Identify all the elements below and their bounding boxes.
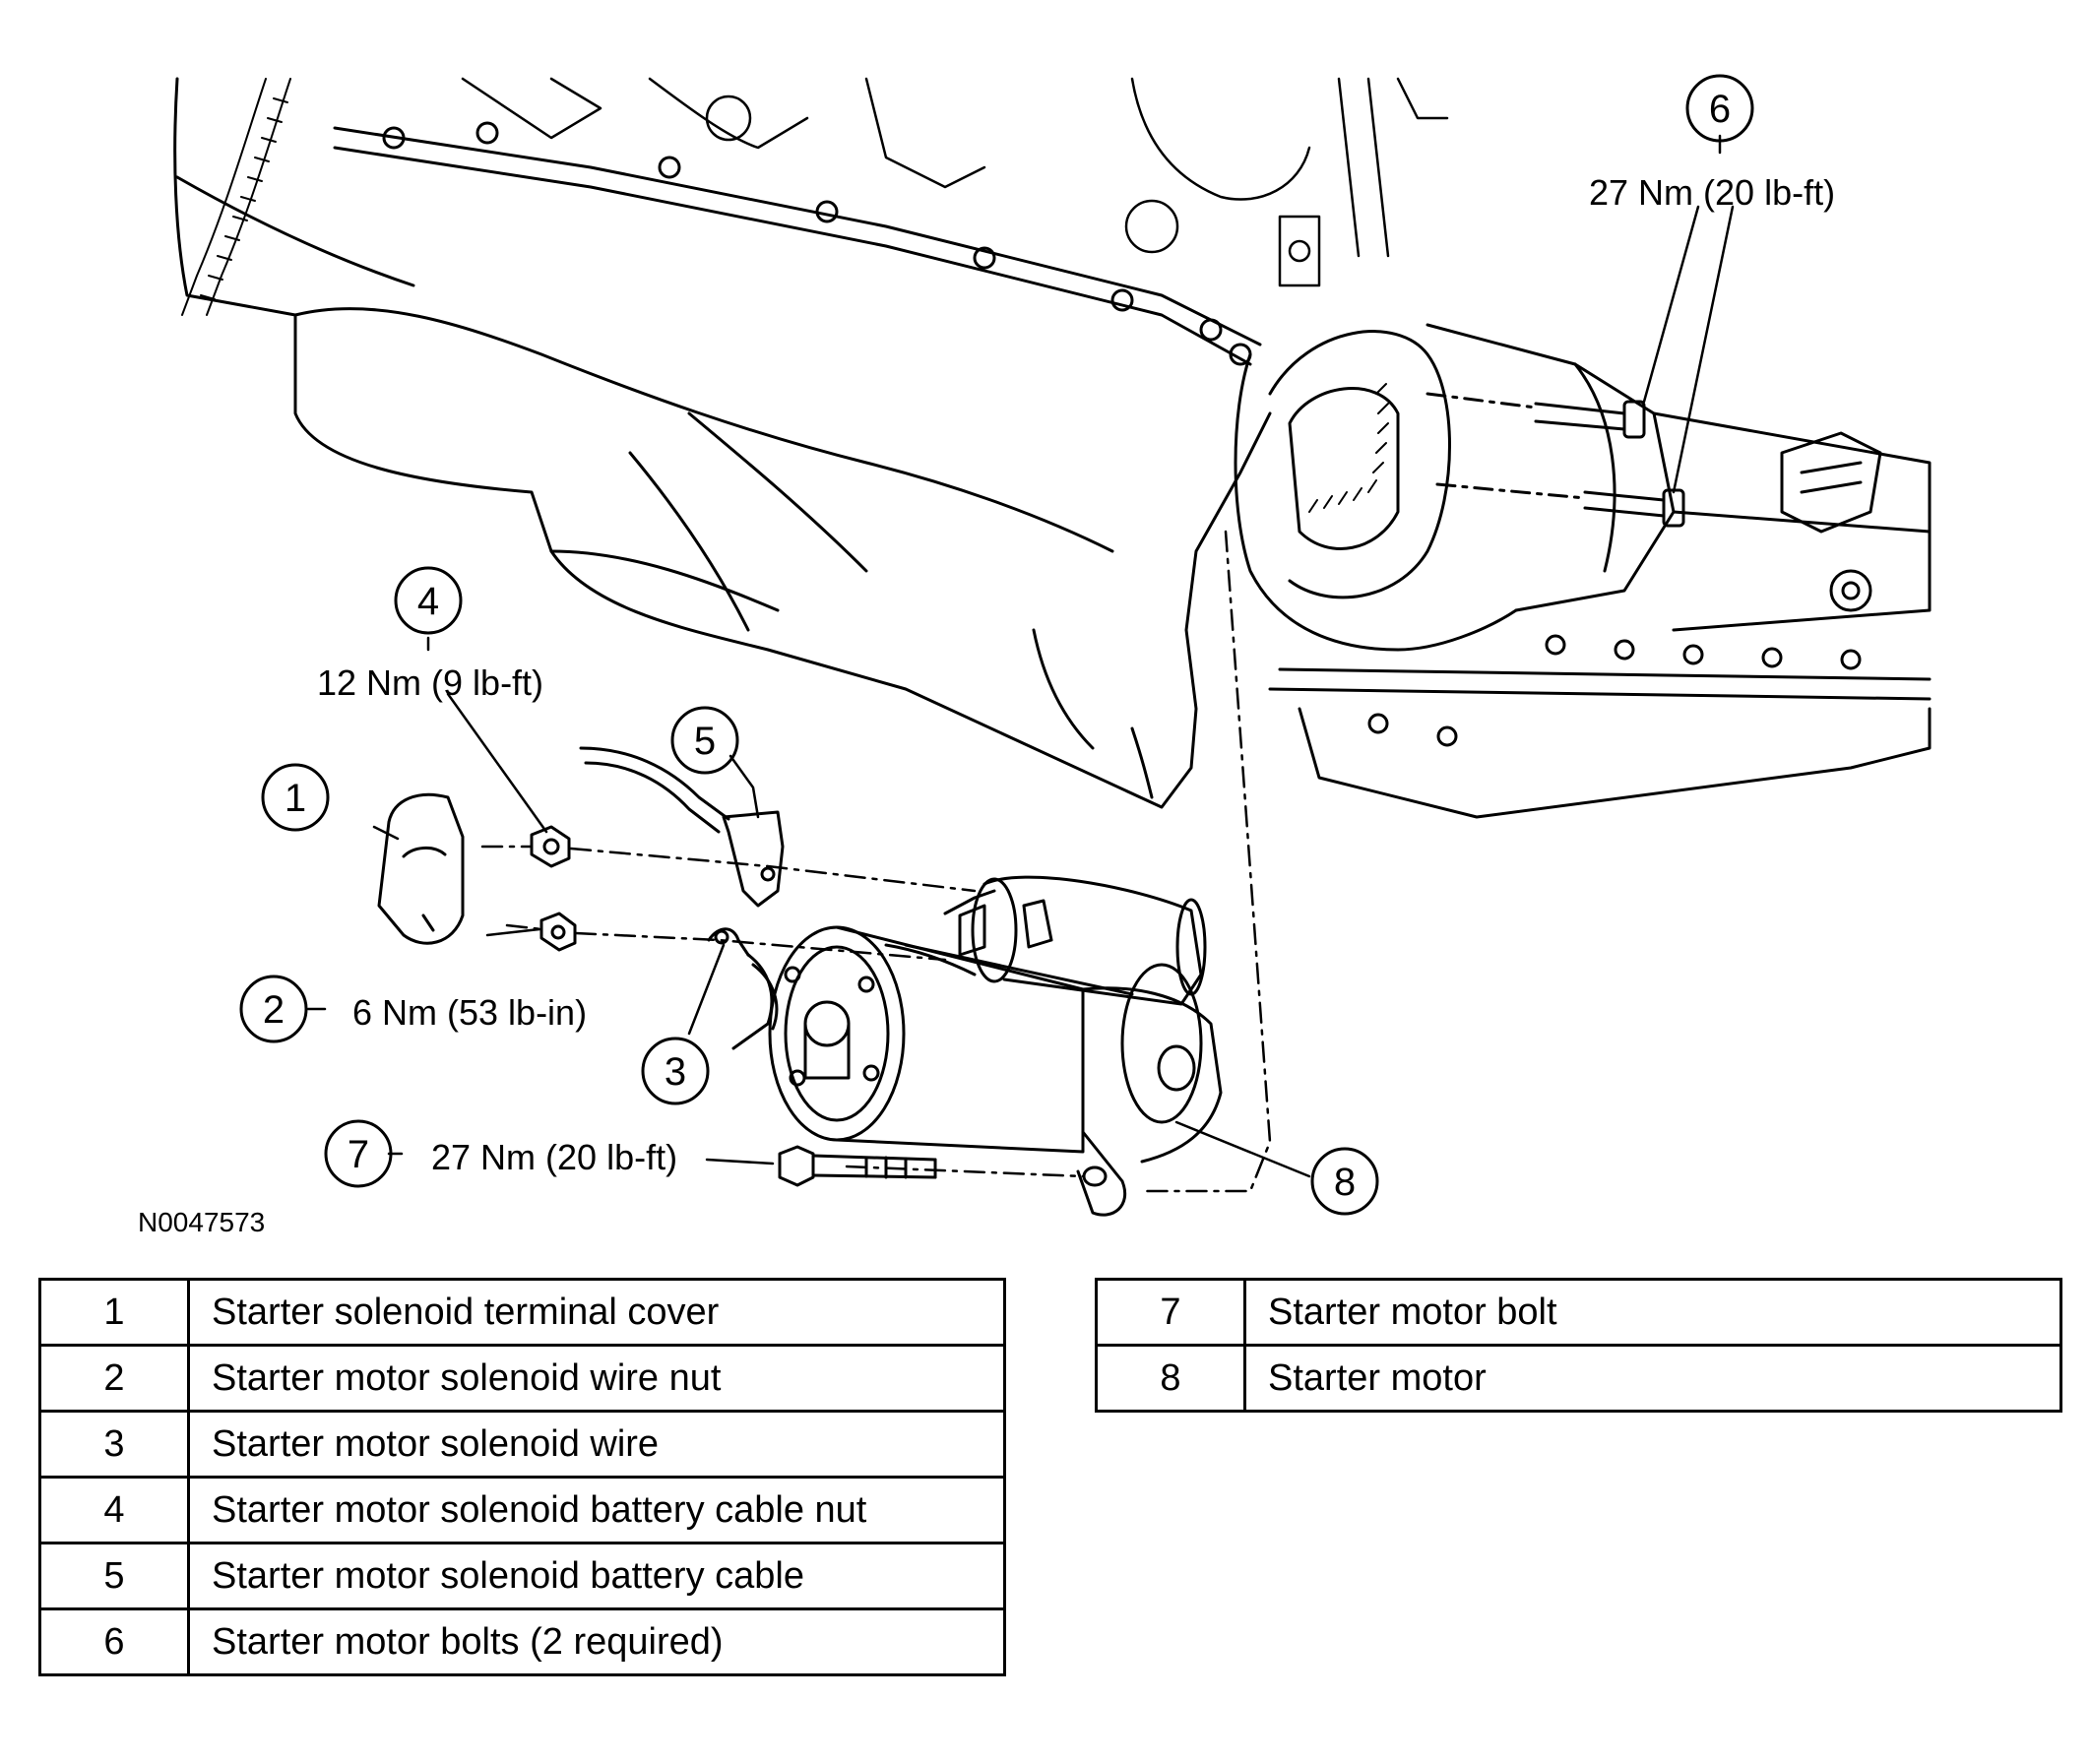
legend-number: 1 xyxy=(38,1278,190,1347)
alignment-lines xyxy=(480,530,1272,1193)
legend-number: 2 xyxy=(38,1344,190,1413)
leader-lines xyxy=(306,134,1735,1178)
legend-description: Starter motor xyxy=(1243,1344,2062,1413)
legend-description: Starter motor solenoid wire nut xyxy=(187,1344,1006,1413)
legend-description: Starter motor solenoid battery cable nut xyxy=(187,1476,1006,1544)
legend-row: 6 Starter motor bolts (2 required) xyxy=(38,1607,1006,1676)
legend-description: Starter solenoid terminal cover xyxy=(187,1278,1006,1347)
transmission-connector xyxy=(1780,431,1882,612)
callout-7-torque: 27 Nm (20 lb-ft) xyxy=(431,1137,677,1177)
callout-5-number: 5 xyxy=(694,720,716,763)
flywheel-ring-gear xyxy=(181,78,291,316)
legend-description: Starter motor bolt xyxy=(1243,1278,2062,1347)
battery-cable-part xyxy=(579,746,785,908)
upper-starter-bolts xyxy=(1426,392,1685,528)
legend-table-left: 1 Starter solenoid terminal cover 2 Star… xyxy=(38,1278,1006,1676)
legend-row: 5 Starter motor solenoid battery cable xyxy=(38,1542,1006,1610)
legend-row: 3 Starter motor solenoid wire xyxy=(38,1410,1006,1479)
transmission-bell-housing xyxy=(1234,323,1676,652)
legend-number: 3 xyxy=(38,1410,190,1479)
legend-number: 7 xyxy=(1095,1278,1246,1347)
legend-description: Starter motor solenoid battery cable xyxy=(187,1542,1006,1610)
callout-4-number: 4 xyxy=(417,580,439,623)
solenoid-wire-part xyxy=(707,927,779,1050)
legend-row: 4 Starter motor solenoid battery cable n… xyxy=(38,1476,1006,1544)
callout-6-number: 6 xyxy=(1709,88,1731,131)
callout-8-number: 8 xyxy=(1334,1161,1356,1204)
battery-cable-nut xyxy=(530,825,571,868)
legend-row: 2 Starter motor solenoid wire nut xyxy=(38,1344,1006,1413)
figure-id: N0047573 xyxy=(138,1207,265,1237)
callout-1-number: 1 xyxy=(285,777,306,820)
transmission-body xyxy=(1268,411,1932,819)
legend-row: 1 Starter solenoid terminal cover xyxy=(38,1278,1006,1347)
upper-engine-components xyxy=(461,77,1449,287)
callout-7-number: 7 xyxy=(348,1133,369,1176)
solenoid-wire-nut xyxy=(539,912,577,952)
callout-4-torque: 12 Nm (9 lb-ft) xyxy=(317,662,543,703)
legend-row: 8 Starter motor xyxy=(1095,1344,2062,1413)
engine-oil-pan xyxy=(173,77,1272,809)
oil-pan-rail xyxy=(333,121,1262,366)
legend-number: 5 xyxy=(38,1542,190,1610)
callout-2-torque: 6 Nm (53 lb-in) xyxy=(352,992,587,1033)
legend-number: 4 xyxy=(38,1476,190,1544)
legend-row: 7 Starter motor bolt xyxy=(1095,1278,2062,1347)
legend-table-right: 7 Starter motor bolt 8 Starter motor xyxy=(1095,1278,2062,1413)
legend-description: Starter motor solenoid wire xyxy=(187,1410,1006,1479)
legend-description: Starter motor bolts (2 required) xyxy=(187,1607,1006,1676)
legend-number: 6 xyxy=(38,1607,190,1676)
starter-motor-part xyxy=(768,875,1223,1217)
callout-circles xyxy=(239,74,1754,1216)
callout-3-number: 3 xyxy=(665,1050,686,1094)
terminal-cover-part xyxy=(377,792,465,945)
callout-2-number: 2 xyxy=(263,988,285,1032)
callout-6-torque: 27 Nm (20 lb-ft) xyxy=(1589,172,1835,213)
starter-motor-bolt-part xyxy=(778,1145,937,1187)
legend-number: 8 xyxy=(1095,1344,1246,1413)
